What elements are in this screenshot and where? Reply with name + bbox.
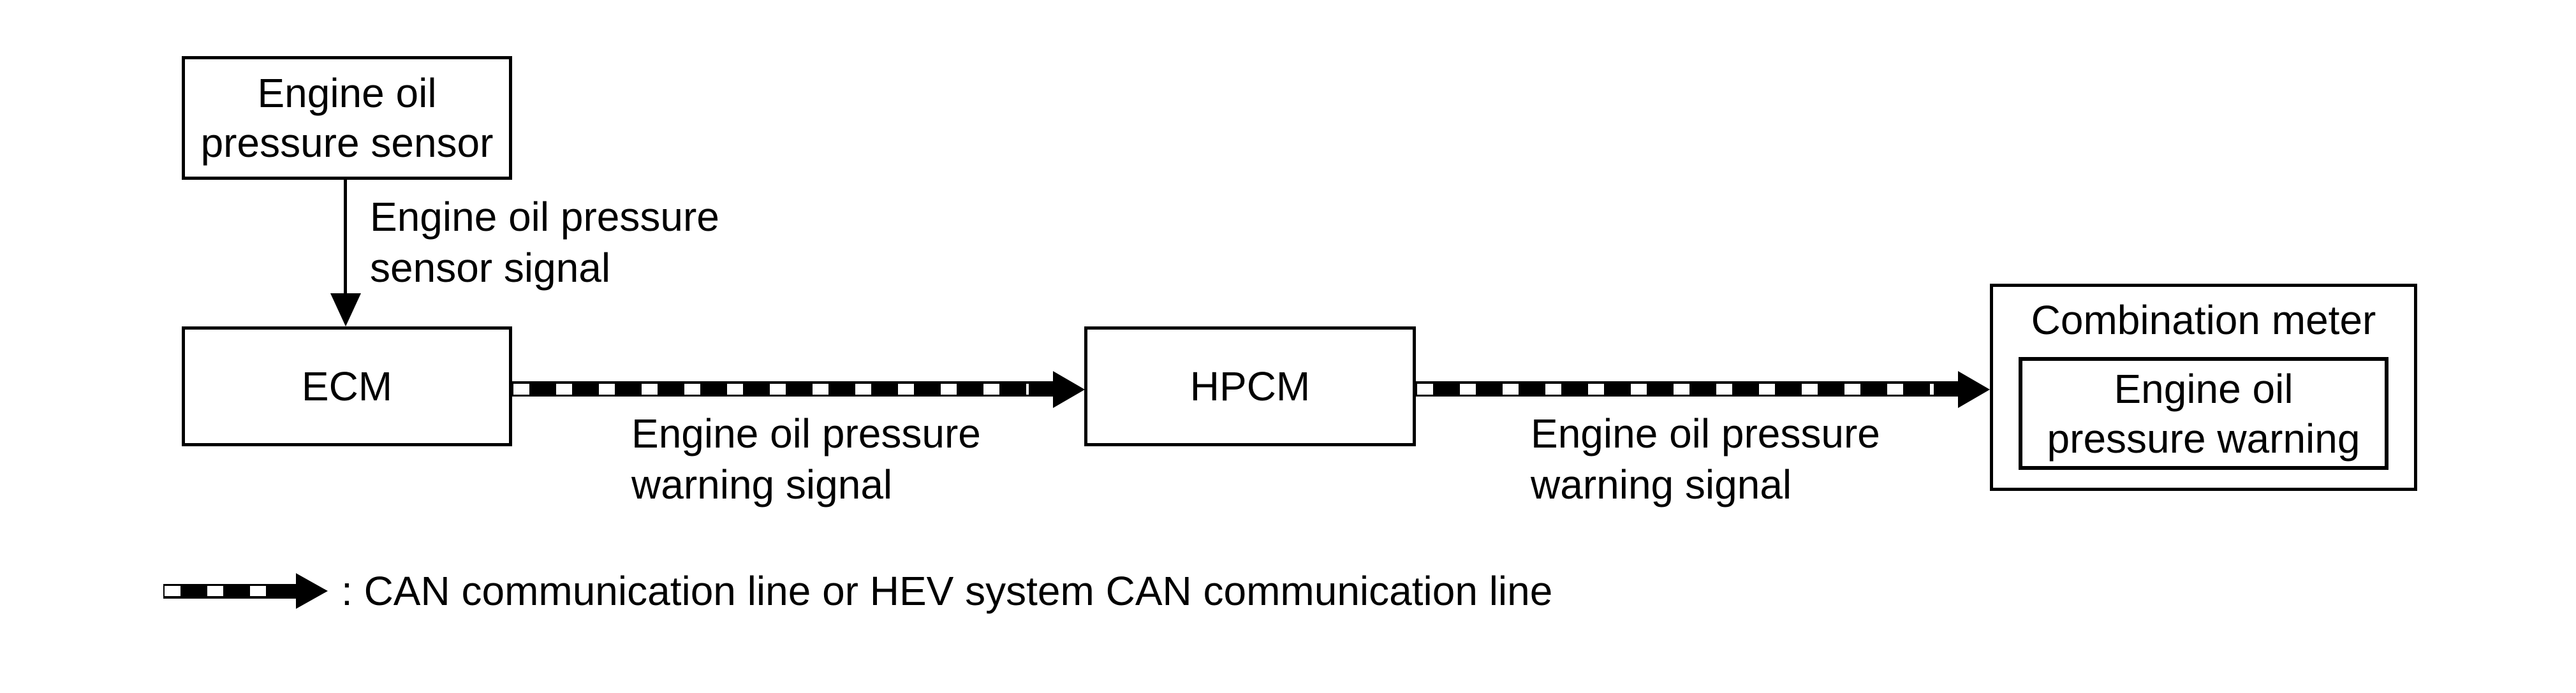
edge-label-warning-signal-2: Engine oil pressure warning signal [1531,408,1880,510]
edge-label-warning-signal-1: Engine oil pressure warning signal [631,408,981,510]
right-arrowhead-icon [1053,371,1085,408]
legend-label: : CAN communication line or HEV system C… [341,568,1553,614]
node-label-line: pressure warning [2047,415,2360,462]
can-line-hpcm-to-meter [1416,381,1959,397]
edge-label-line: Engine oil pressure [370,194,719,240]
edge-label-line: Engine oil pressure [631,411,981,456]
can-line-ecm-to-hpcm [512,381,1054,397]
edge-label-line: sensor signal [370,245,611,291]
edge-label-line: warning signal [1531,462,1792,507]
node-label-line: pressure sensor [200,120,494,166]
node-hpcm: HPCM [1084,326,1416,446]
right-arrowhead-icon [1958,371,1990,408]
legend-arrowhead-icon [296,573,328,609]
node-combination-meter: Combination meter Engine oil pressure wa… [1990,284,2417,491]
down-arrowhead-icon [330,293,361,326]
legend-can-line-icon [163,584,297,599]
node-engine-oil-pressure-sensor: Engine oil pressure sensor [182,56,512,180]
edge-label-line: Engine oil pressure [1531,411,1880,456]
edge-label-sensor-signal: Engine oil pressure sensor signal [370,191,719,293]
node-label-line: Engine oil [257,70,437,116]
edge-label-line: warning signal [631,462,893,507]
combination-meter-title: Combination meter [2031,297,2376,343]
sensor-signal-arrow-line [344,180,347,296]
node-ecm: ECM [182,326,512,446]
node-label-line: ECM [301,363,393,409]
node-label-line: HPCM [1189,363,1311,409]
node-engine-oil-pressure-warning: Engine oil pressure warning [2019,357,2388,470]
node-label-line: Engine oil [2114,365,2293,412]
